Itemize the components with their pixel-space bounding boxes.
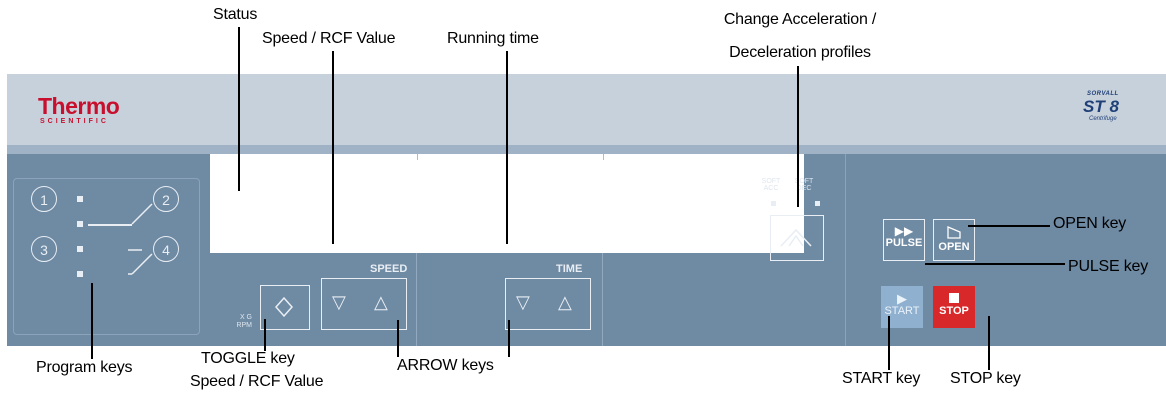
program-led-2 [77,221,83,227]
program-connectors [128,203,153,275]
brand-subtitle: SCIENTIFIC [40,118,109,125]
soft-acc-label: SOFT ACC [761,178,781,192]
speed-arrow-keys[interactable]: ▽ △ [321,278,407,330]
program-key-4[interactable]: 4 [153,236,179,262]
leader-arrow-keys-a [397,320,399,357]
callout-stop-key: STOP key [950,370,1021,387]
callout-pulse-key: PULSE key [1068,258,1149,275]
program-key-2[interactable]: 2 [153,186,179,212]
callout-running-time: Running time [447,30,539,47]
speed-down-icon[interactable]: ▽ [332,292,346,312]
device-top-band [7,74,1166,147]
time-label: TIME [556,263,583,275]
leader-status [238,27,240,191]
callout-change-profiles-1: Change Acceleration / [723,11,877,28]
leader-stop-key [988,316,990,370]
leader-pulse-key [925,263,1065,265]
speed-up-icon[interactable]: △ [374,292,388,312]
accel-profile-key[interactable] [770,215,824,261]
toggle-key[interactable] [260,285,310,330]
program-led-3 [77,246,83,252]
open-label: OPEN [938,241,970,253]
callout-speed-rcf: Speed / RCF Value [262,30,396,47]
leader-open-key [968,225,1050,227]
callout-open-key: OPEN key [1053,215,1127,232]
soft-dec-led [815,201,820,206]
display-divider-tick [603,154,604,160]
leader-toggle-key [264,319,266,351]
soft-dec-label: SOFT DEC [794,178,814,192]
program-key-1[interactable]: 1 [31,186,57,212]
program-keys-panel [13,178,200,335]
callout-toggle-key-1: TOGGLE key [201,350,295,367]
leader-arrow-keys-b [508,320,510,357]
toggle-icon [274,296,294,318]
program-line [88,224,132,226]
unit-rpm-label: RPM [236,322,252,329]
section-divider [416,253,417,346]
section-divider [602,253,603,346]
model-maker: SORVALL [1087,91,1119,97]
open-key[interactable]: OPEN [933,219,975,261]
model-type: Centrifuge [1089,116,1117,122]
callout-toggle-key-2: Speed / RCF Value [190,373,324,390]
program-led-1 [77,196,83,202]
stop-label: STOP [939,305,969,317]
leader-start-key [888,316,890,370]
time-down-icon[interactable]: ▽ [516,292,530,312]
pulse-key[interactable]: ▶▶ PULSE [883,219,925,261]
panel-divider [845,154,846,346]
callout-start-key: START key [842,370,921,387]
leader-change-profiles [797,66,799,207]
start-label: START [884,305,920,317]
program-key-3[interactable]: 3 [31,236,57,262]
pulse-label: PULSE [885,237,923,249]
time-arrow-keys[interactable]: ▽ △ [505,278,591,330]
callout-status: Status [213,6,258,23]
callout-arrow-keys: ARROW keys [397,357,494,374]
leader-running-time [506,51,508,244]
stop-icon [949,293,959,303]
model-name: ST 8 [1083,97,1119,116]
stop-key[interactable]: STOP [933,286,975,328]
speed-label: SPEED [370,263,408,275]
soft-acc-led [771,201,776,206]
display-divider-tick [417,154,418,160]
play-icon: ▶ [897,291,907,306]
time-up-icon[interactable]: △ [558,292,572,312]
leader-program-keys [91,283,93,359]
profile-icon [780,228,812,247]
callout-change-profiles-2: Deceleration profiles [729,44,871,61]
leader-speed-rcf [332,51,334,244]
brand-logo: Thermo [38,93,120,119]
open-lid-icon [947,226,961,239]
device-band-edge [7,145,1166,154]
callout-program-keys: Program keys [36,359,133,376]
program-led-4 [77,271,83,277]
unit-xg-label: X G [239,314,252,321]
pulse-icon: ▶▶ [894,224,914,238]
